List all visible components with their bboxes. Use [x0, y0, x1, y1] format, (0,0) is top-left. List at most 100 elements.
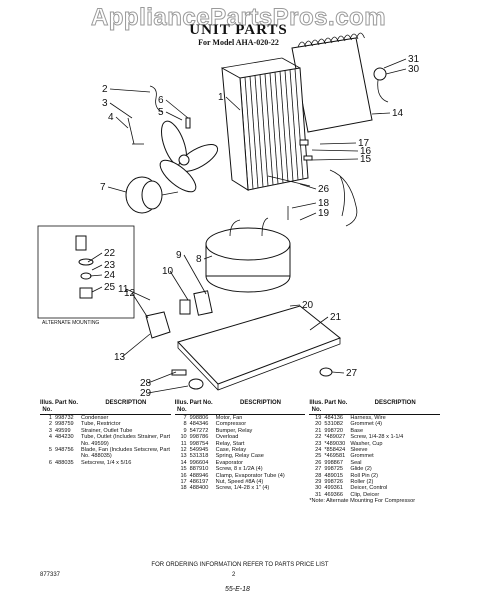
- header-no: Illus. No.: [309, 400, 324, 413]
- glide-drawing: [319, 367, 333, 377]
- cell-desc: Case, Relay: [215, 447, 247, 454]
- callout-leader-line: [125, 288, 151, 301]
- callout-8: 8: [196, 254, 202, 265]
- cell-no: 20: [315, 421, 322, 428]
- table-header: Illus. No.Part No.DESCRIPTION: [174, 400, 306, 415]
- cell-no: 7: [183, 415, 187, 421]
- callout-leader-line: [385, 68, 407, 75]
- cell-part: 996604: [189, 459, 209, 466]
- cell-no: 4: [48, 434, 52, 441]
- cell-no: 19: [315, 415, 322, 421]
- cell-no: 29: [315, 479, 322, 486]
- callout-10: 10: [162, 266, 174, 277]
- callout-leader-line: [203, 255, 213, 260]
- cell-desc: Tube, Restrictor: [81, 421, 121, 428]
- relay-drawing: [145, 290, 213, 339]
- cell-part: 998867: [324, 459, 344, 466]
- cell-no: 25: [315, 453, 322, 460]
- cell-part: *858424: [324, 447, 346, 454]
- cell-no: 21: [315, 427, 322, 434]
- callout-19: 19: [318, 208, 330, 219]
- header-part: Part No.: [324, 400, 348, 406]
- cell-part: 547272: [189, 427, 209, 434]
- header-part: Part No.: [55, 400, 79, 406]
- cell-desc: Bumper, Relay: [215, 427, 253, 434]
- header-desc: DESCRIPTION: [374, 400, 416, 406]
- callout-9: 9: [176, 250, 182, 261]
- cell-desc: Sleeve: [350, 447, 368, 454]
- callout-leader-line: [121, 333, 151, 358]
- cell-part: 531082: [324, 421, 344, 428]
- cell-desc: Blade, Fan (Includes Setscrew, Part No. …: [81, 447, 170, 460]
- cell-part: *469581: [324, 453, 346, 460]
- cell-part: *489030: [324, 440, 346, 447]
- cell-desc: Spring, Relay Case: [215, 453, 264, 460]
- callout-23: 23: [104, 260, 116, 271]
- cell-desc: Clip, Deicer: [350, 491, 380, 498]
- cell-desc: Motor, Fan: [215, 415, 243, 421]
- table-row: 24*858424 Sleeve: [309, 447, 440, 453]
- callout-5: 5: [158, 107, 164, 118]
- cell-part: 948756: [55, 447, 74, 454]
- cell-desc: Tube, Outlet (Includes Strainer, Part No…: [81, 434, 171, 447]
- callout-leader-line: [131, 292, 149, 319]
- cell-desc: Screw, 8 x 1/2A (4): [215, 466, 263, 473]
- callout-leader-line: [87, 252, 103, 263]
- cell-no: 27: [315, 466, 322, 473]
- cell-part: 489015: [324, 472, 344, 479]
- callout-leader-line: [107, 186, 127, 193]
- harness-drawing: [329, 169, 358, 227]
- callout-leader-line: [115, 116, 129, 129]
- deicer-drawing: [373, 67, 389, 103]
- callout-leader-line: [309, 316, 329, 331]
- cell-part: 998786: [189, 434, 209, 441]
- cell-desc: Seal: [350, 459, 362, 466]
- cell-desc: Setscrew, 1/4 x 5/16: [81, 459, 132, 466]
- callout-leader-line: [299, 183, 317, 190]
- table-note: *Note: Alternate Mounting For Compressor: [309, 498, 416, 505]
- cell-no: 22: [315, 434, 322, 441]
- document-code: 877337: [40, 572, 61, 578]
- cell-part: 998732: [55, 415, 74, 421]
- condenser-drawing: [221, 57, 309, 191]
- callout-leader-line: [331, 371, 345, 374]
- cell-desc: Evaporator: [215, 459, 244, 466]
- callout-7: 7: [100, 182, 106, 193]
- callout-leader-line: [91, 286, 103, 293]
- cell-no: 16: [180, 472, 187, 479]
- cell-no: 24: [315, 447, 322, 454]
- cell-part: 469366: [324, 491, 344, 498]
- cell-desc: Roller (2): [350, 479, 374, 486]
- callout-leader-line: [165, 99, 189, 119]
- callout-leader-line: [383, 58, 407, 69]
- cell-part: 998725: [324, 466, 344, 473]
- header-desc: DESCRIPTION: [240, 400, 282, 406]
- cell-desc: Base: [350, 427, 364, 434]
- cell-desc: Clamp, Evaporator Tube (4): [215, 472, 285, 479]
- callout-leader-line: [311, 158, 359, 161]
- evaporator-drawing: [291, 32, 373, 133]
- alternate-mounting-label: ALTERNATE MOUNTING: [42, 320, 99, 326]
- callout-leader-line: [109, 88, 151, 93]
- callout-30: 30: [408, 64, 420, 75]
- cell-no: 13: [180, 453, 187, 460]
- base-drawing: [177, 305, 341, 391]
- callout-2: 2: [102, 84, 108, 95]
- callout-leader-line: [109, 102, 133, 119]
- callout-3: 3: [102, 98, 108, 109]
- cell-no: 3: [48, 427, 52, 434]
- cell-no: 9: [183, 427, 187, 434]
- cell-no: 1: [48, 415, 52, 421]
- watermark: AppliancePartsPros.com: [90, 4, 387, 32]
